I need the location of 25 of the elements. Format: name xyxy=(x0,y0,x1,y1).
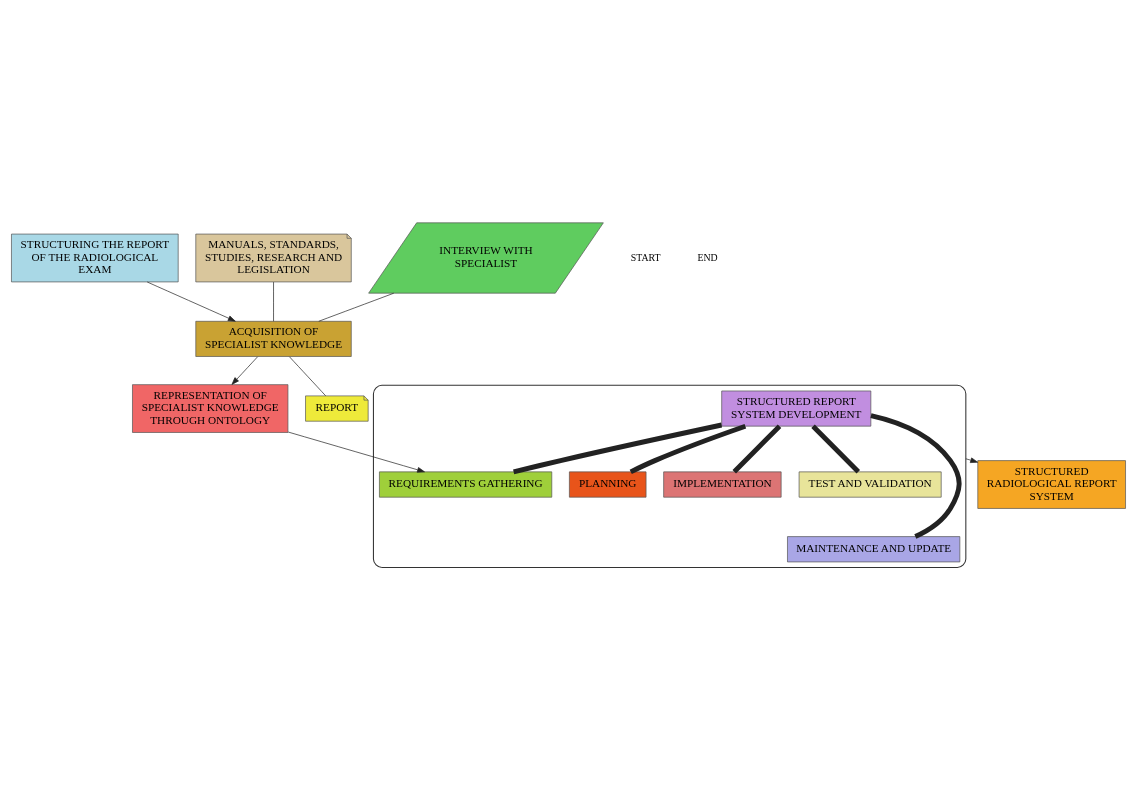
cluster xyxy=(372,384,967,568)
arrow xyxy=(146,281,236,322)
connector xyxy=(318,292,395,322)
label: END xyxy=(697,251,718,263)
connector xyxy=(811,423,861,474)
arrow xyxy=(231,355,258,385)
node-box: STRUCTURED RADIOLOGICAL REPORT SYSTEM xyxy=(977,459,1126,509)
label: START xyxy=(630,251,661,263)
connector xyxy=(513,422,723,474)
arrow xyxy=(287,431,425,473)
connector xyxy=(870,412,962,539)
node-box: PLANNING xyxy=(569,471,647,498)
node-box: MAINTENANCE AND UPDATE xyxy=(787,535,961,562)
node-box: ACQUISITION OF SPECIALIST KNOWLEDGE xyxy=(195,320,352,357)
arrow xyxy=(965,457,978,463)
connector xyxy=(732,423,782,474)
node-box: STRUCTURING THE REPORT OF THE RADIOLOGICAL EXAM xyxy=(11,233,179,282)
node-box: REQUIREMENTS GATHERING xyxy=(379,471,553,498)
node-box: TEST AND VALIDATION xyxy=(798,471,942,498)
connector xyxy=(289,355,327,396)
connector xyxy=(273,281,274,322)
node-box: REPRESENTATION OF SPECIALIST KNOWLEDGE THROUGH ONTOLOGY xyxy=(132,383,289,433)
node-box: IMPLEMENTATION xyxy=(663,471,782,498)
connector xyxy=(629,423,747,474)
node-box: STRUCTURED REPORT SYSTEM DEVELOPMENT xyxy=(721,390,872,426)
